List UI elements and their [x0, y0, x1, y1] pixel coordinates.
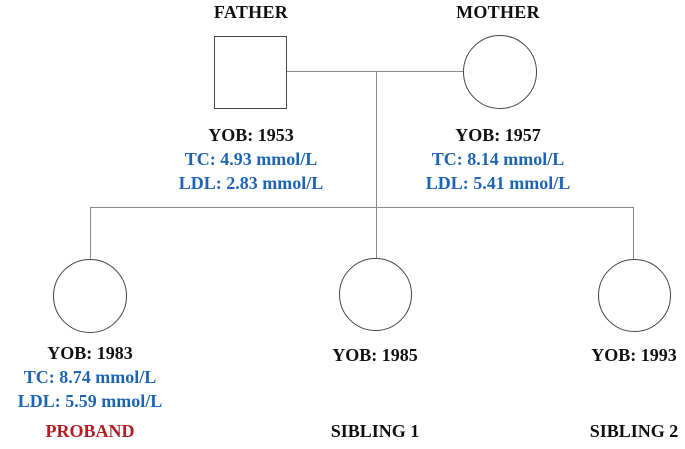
father-male-square-symbol [214, 36, 287, 109]
father-yob-label: YOB: 1953 [208, 125, 294, 145]
sibling2-female-circle-symbol [598, 259, 671, 332]
proband-descent-line [90, 208, 91, 259]
mother-info-block: YOB: 1957 TC: 8.14 mmol/L LDL: 5.41 mmol… [388, 123, 608, 195]
mother-yob-label: YOB: 1957 [455, 125, 541, 145]
sibling2-yob-label: YOB: 1993 [591, 345, 677, 365]
mother-tc-value: TC: 8.14 mmol/L [431, 149, 565, 169]
sibling1-yob-label: YOB: 1985 [332, 345, 418, 365]
proband-female-circle-symbol [53, 259, 127, 333]
proband-yob-label: YOB: 1983 [47, 343, 133, 363]
parents-descent-line [376, 72, 377, 258]
sibling2-descent-line [633, 208, 634, 259]
proband-ldl-value: LDL: 5.59 mmol/L [17, 391, 163, 411]
sibling2-info-block: YOB: 1993 [524, 343, 685, 367]
sibship-line [90, 207, 634, 208]
sibling2-role-label: SIBLING 2 [589, 421, 679, 441]
proband-role-label: PROBAND [45, 421, 135, 441]
father-info-block: YOB: 1953 TC: 4.93 mmol/L LDL: 2.83 mmol… [141, 123, 361, 195]
father-name-label: FATHER [213, 2, 289, 22]
proband-tc-value: TC: 8.74 mmol/L [23, 367, 157, 387]
mother-ldl-value: LDL: 5.41 mmol/L [425, 173, 571, 193]
couple-relationship-line [287, 71, 463, 72]
father-ldl-value: LDL: 2.83 mmol/L [178, 173, 324, 193]
father-tc-value: TC: 4.93 mmol/L [184, 149, 318, 169]
proband-info-block: YOB: 1983 TC: 8.74 mmol/L LDL: 5.59 mmol… [0, 341, 200, 413]
mother-name-label: MOTHER [456, 2, 540, 22]
mother-female-circle-symbol [463, 35, 537, 109]
sibling1-female-circle-symbol [339, 258, 412, 331]
sibling1-role-label: SIBLING 1 [330, 421, 420, 441]
sibling1-info-block: YOB: 1985 [265, 343, 485, 367]
